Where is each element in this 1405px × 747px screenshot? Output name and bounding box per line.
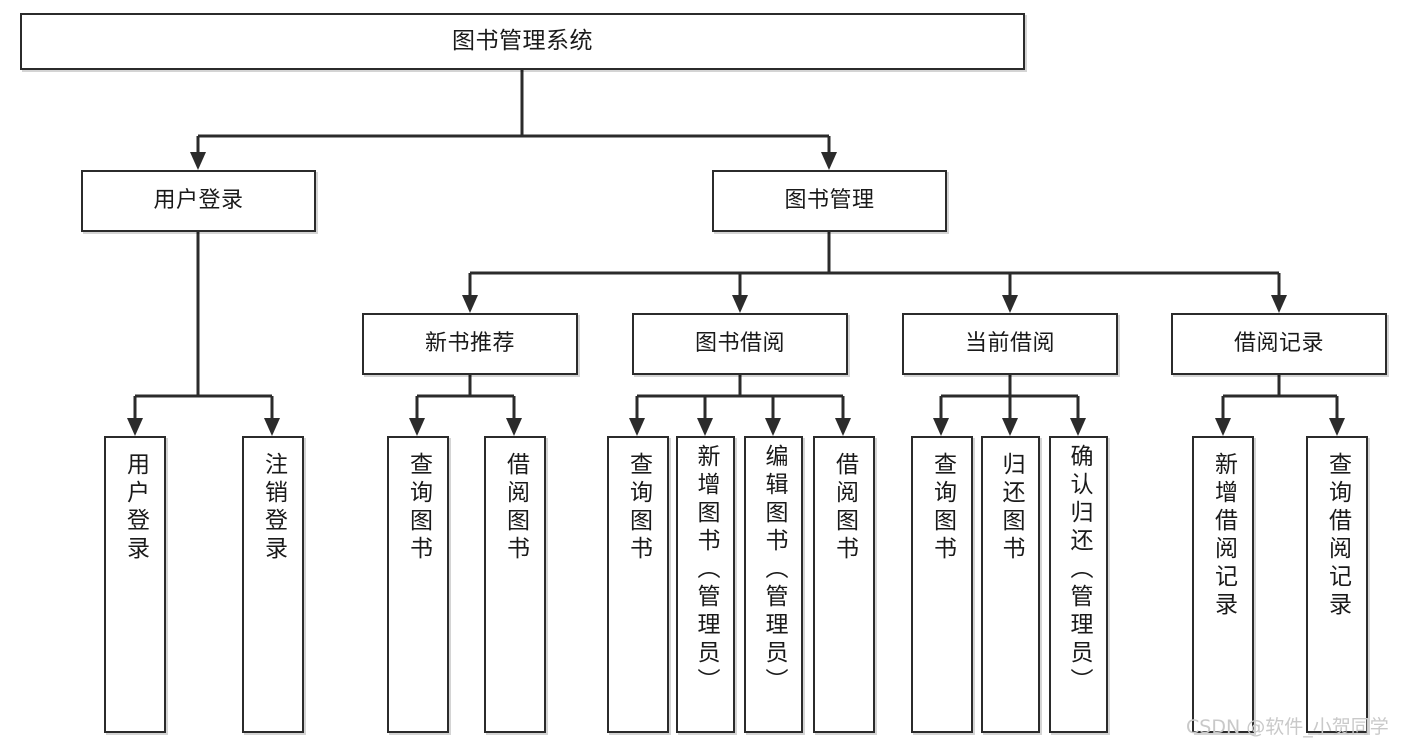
arrowhead-leaf-user-login <box>127 418 143 436</box>
node-leaf-user-login[interactable]: 用户登录 <box>104 436 166 733</box>
node-user-login-label: 用户登录 <box>153 188 244 214</box>
node-book-borrow[interactable]: 图书借阅 <box>632 313 848 375</box>
node-leaf-confirm-return[interactable]: 确认归还（管理员） <box>1049 436 1108 733</box>
arrowhead-leaf-logout-login <box>264 418 280 436</box>
arrowhead-book-borrow <box>732 295 748 313</box>
node-leaf-add-book-label: 新增图书（管理员） <box>693 444 719 696</box>
node-leaf-query-borrow-record-label: 查询借阅记录 <box>1324 452 1351 620</box>
arrowhead-user-login <box>190 152 206 170</box>
node-new-book-recommend-label: 新书推荐 <box>424 331 515 357</box>
node-leaf-query-book-1[interactable]: 查询图书 <box>387 436 449 733</box>
node-leaf-query-book-3-label: 查询图书 <box>929 452 956 564</box>
node-leaf-add-borrow-record-label: 新增借阅记录 <box>1210 452 1237 620</box>
node-leaf-query-book-2-label: 查询图书 <box>625 452 652 564</box>
arrowhead-new-book-recommend <box>462 295 478 313</box>
node-leaf-confirm-return-label: 确认归还（管理员） <box>1066 444 1092 696</box>
csdn-watermark: CSDN @软件_小贺同学 <box>1186 716 1389 738</box>
node-leaf-logout-login[interactable]: 注销登录 <box>242 436 304 733</box>
node-leaf-edit-book-label: 编辑图书（管理员） <box>761 444 787 696</box>
node-leaf-borrow-book-1-label: 借阅图书 <box>502 452 529 564</box>
node-borrow-record-label: 借阅记录 <box>1233 331 1324 357</box>
node-current-borrow[interactable]: 当前借阅 <box>902 313 1118 375</box>
arrowhead-leaf-query-book-1 <box>409 418 425 436</box>
node-book-management-label: 图书管理 <box>784 188 875 214</box>
arrowhead-leaf-query-book-2 <box>629 418 645 436</box>
node-leaf-query-borrow-record[interactable]: 查询借阅记录 <box>1306 436 1368 733</box>
arrowhead-leaf-query-borrow-record <box>1329 418 1345 436</box>
node-book-management[interactable]: 图书管理 <box>712 170 947 232</box>
node-leaf-user-login-label: 用户登录 <box>122 452 149 564</box>
arrowhead-leaf-add-book <box>697 418 713 436</box>
node-leaf-borrow-book-1[interactable]: 借阅图书 <box>484 436 546 733</box>
arrowhead-leaf-add-borrow-record <box>1215 418 1231 436</box>
node-leaf-add-book[interactable]: 新增图书（管理员） <box>676 436 735 733</box>
node-leaf-query-book-2[interactable]: 查询图书 <box>607 436 669 733</box>
node-leaf-borrow-book-2-label: 借阅图书 <box>831 452 858 564</box>
node-leaf-query-book-1-label: 查询图书 <box>405 452 432 564</box>
arrowhead-leaf-edit-book <box>765 418 781 436</box>
node-leaf-add-borrow-record[interactable]: 新增借阅记录 <box>1192 436 1254 733</box>
node-leaf-return-book[interactable]: 归还图书 <box>981 436 1040 733</box>
arrowhead-leaf-borrow-book-2 <box>835 418 851 436</box>
arrowhead-book-management <box>821 152 837 170</box>
node-new-book-recommend[interactable]: 新书推荐 <box>362 313 578 375</box>
node-borrow-record[interactable]: 借阅记录 <box>1171 313 1387 375</box>
arrowhead-borrow-record <box>1271 295 1287 313</box>
node-leaf-borrow-book-2[interactable]: 借阅图书 <box>813 436 875 733</box>
node-user-login[interactable]: 用户登录 <box>81 170 316 232</box>
node-leaf-edit-book[interactable]: 编辑图书（管理员） <box>744 436 803 733</box>
node-root-label: 图书管理系统 <box>452 28 593 55</box>
node-book-borrow-label: 图书借阅 <box>694 331 785 357</box>
node-leaf-return-book-label: 归还图书 <box>998 452 1024 564</box>
node-current-borrow-label: 当前借阅 <box>964 331 1055 357</box>
node-root[interactable]: 图书管理系统 <box>20 13 1025 70</box>
arrowhead-leaf-query-book-3 <box>933 418 949 436</box>
node-leaf-logout-login-label: 注销登录 <box>260 452 287 564</box>
arrowhead-leaf-borrow-book-1 <box>506 418 522 436</box>
arrowhead-leaf-return-book <box>1002 418 1018 436</box>
node-leaf-query-book-3[interactable]: 查询图书 <box>911 436 973 733</box>
arrowhead-current-borrow <box>1002 295 1018 313</box>
arrowhead-leaf-confirm-return <box>1070 418 1086 436</box>
